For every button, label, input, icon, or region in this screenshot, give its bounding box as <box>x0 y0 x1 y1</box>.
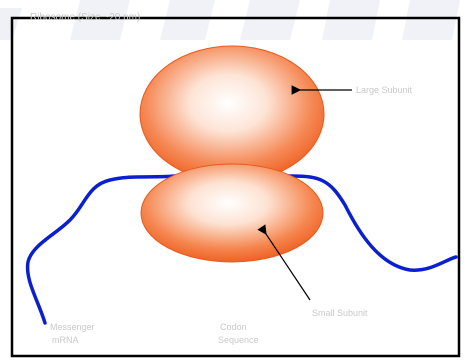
watermark-band <box>0 0 468 40</box>
large-subunit-shape <box>139 45 325 183</box>
mrna-left-label-line1: Messenger <box>50 322 95 332</box>
diagram-title: Ribosome (Size ~20 nm) <box>30 12 140 23</box>
small-subunit-shape <box>140 163 324 263</box>
diagram-border <box>10 16 461 358</box>
mrna-middle-label-line1: Codon <box>220 322 247 332</box>
mrna-strand <box>25 174 458 325</box>
large-subunit-label: Large Subunit <box>356 85 413 95</box>
mrna-middle-label-line2: Sequence <box>218 335 259 345</box>
small-subunit-pointer <box>257 224 311 301</box>
small-subunit-label: Small Subunit <box>312 308 368 318</box>
mrna-left-label-line2: mRNA <box>52 335 79 345</box>
